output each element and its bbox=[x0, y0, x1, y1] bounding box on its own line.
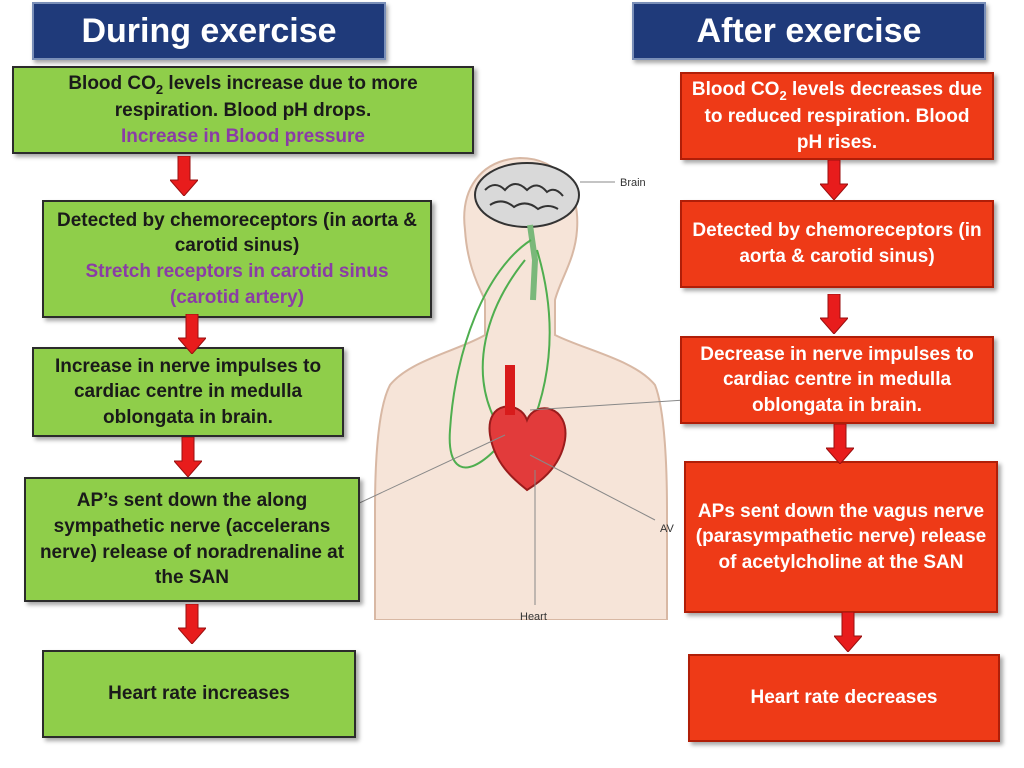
during-box2-stretch-receptors: Stretch receptors in carotid sinus (caro… bbox=[85, 261, 389, 308]
brain-icon bbox=[474, 162, 580, 228]
after-box-heart-rate-decreases: Heart rate decreases bbox=[688, 654, 1000, 742]
after-box1-text: Blood CO2 levels decreases due to reduce… bbox=[691, 78, 983, 153]
label-brain: Brain bbox=[620, 177, 646, 189]
arrow-down-icon bbox=[178, 604, 206, 644]
during-box-sympathetic-nerve: AP’s sent down the along sympathetic ner… bbox=[24, 477, 360, 602]
arrow-down-icon bbox=[820, 294, 848, 334]
during-box-chemoreceptors: Detected by chemoreceptors (in aorta & c… bbox=[42, 200, 432, 318]
body-heart-brain-diagram: Brain AV Heart bbox=[355, 156, 686, 620]
arrow-down-icon bbox=[178, 314, 206, 354]
arrow-down-icon bbox=[834, 612, 862, 652]
during-box1-blood-pressure: Increase in Blood pressure bbox=[121, 125, 365, 147]
after-box-chemoreceptors: Detected by chemoreceptors (in aorta & c… bbox=[680, 200, 994, 288]
during-box-co2-increase: Blood CO2 levels increase due to more re… bbox=[12, 66, 474, 154]
header-during-exercise: During exercise bbox=[32, 2, 386, 60]
after-box-nerve-impulses: Decrease in nerve impulses to cardiac ce… bbox=[680, 336, 994, 424]
during-box2-text: Detected by chemoreceptors (in aorta & c… bbox=[56, 209, 418, 257]
arrow-down-icon bbox=[820, 160, 848, 200]
after-box-co2-decrease: Blood CO2 levels decreases due to reduce… bbox=[680, 72, 994, 160]
after-box-vagus-nerve: APs sent down the vagus nerve (parasympa… bbox=[684, 461, 998, 613]
header-after-exercise: After exercise bbox=[632, 2, 986, 60]
during-box1-text: Blood CO2 levels increase due to more re… bbox=[68, 72, 418, 122]
label-av: AV bbox=[660, 523, 675, 535]
during-box-nerve-impulses: Increase in nerve impulses to cardiac ce… bbox=[32, 347, 344, 437]
during-box-heart-rate-increases: Heart rate increases bbox=[42, 650, 356, 738]
label-heart: Heart bbox=[520, 611, 547, 620]
arrow-down-icon bbox=[174, 437, 202, 477]
arrow-down-icon bbox=[826, 424, 854, 464]
arrow-down-icon bbox=[170, 156, 198, 196]
